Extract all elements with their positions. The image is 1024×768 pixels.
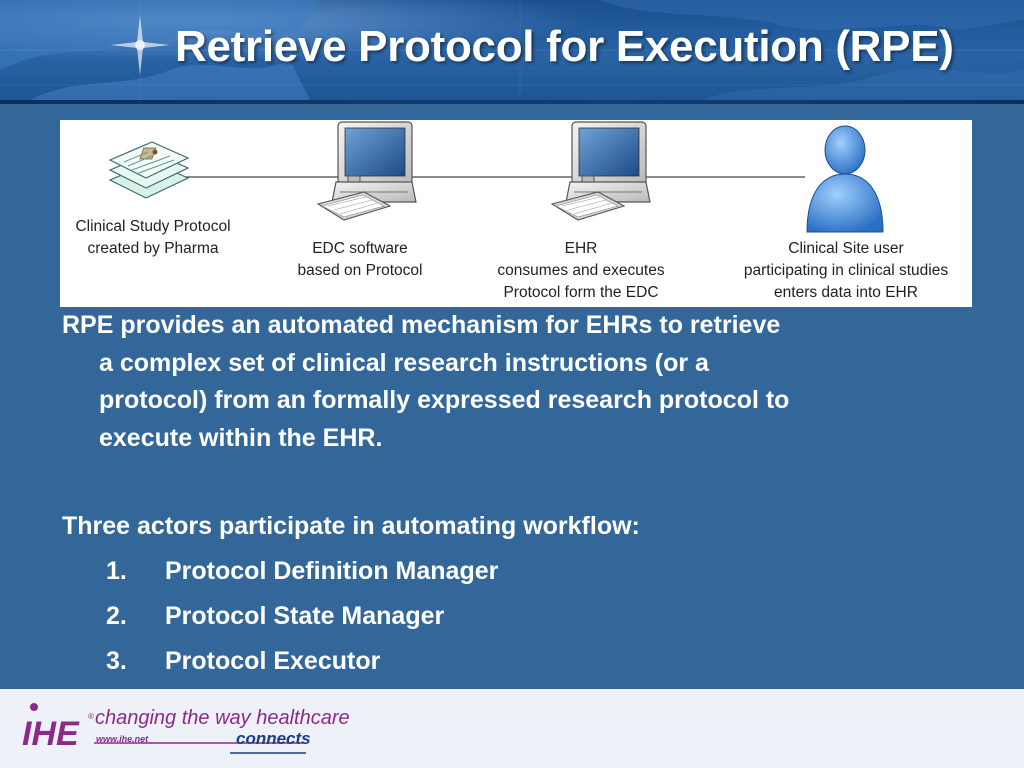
header-divider [0,100,1024,104]
caption-line: Clinical Study Protocol [75,218,231,235]
description-line: protocol) from an formally expressed res… [99,386,790,414]
header-banner: Retrieve Protocol for Execution (RPE) [0,0,1024,100]
list-label: Protocol State Manager [165,602,445,630]
footer-connects: connects [236,729,311,748]
list-label: Protocol Definition Manager [165,557,499,585]
document-stack-icon [108,141,190,199]
list-number: 3. [106,647,127,675]
diagram-graphics [108,121,884,233]
world-map-graphic [0,0,1024,100]
workflow-diagram: Clinical Study Protocol created by Pharm… [60,120,972,307]
caption-line: Clinical Site user [788,240,904,257]
actors-intro: Three actors participate in automating w… [62,512,640,540]
description-line: RPE provides an automated mechanism for … [62,311,781,339]
user-icon [806,125,884,233]
caption-edc: EDC software based on Protocol [272,238,448,282]
caption-line: EDC software [312,240,408,257]
caption-line: participating in clinical studies [743,262,949,279]
computer-icon [316,121,417,221]
footer-url[interactable]: www.ihe.net [96,734,149,744]
caption-line: based on Protocol [297,262,423,279]
logo-wordmark: IHE [22,715,80,753]
caption-line: enters data into EHR [774,284,918,301]
svg-text:®: ® [88,712,94,721]
footer: IHE ® changing the way healthcare www.ih… [0,689,1024,768]
caption-ehr: EHR consumes and executes Protocol form … [484,238,678,304]
slide-title: Retrieve Protocol for Execution (RPE) [175,22,954,71]
list-number: 2. [106,602,127,630]
caption-site-user: Clinical Site user participating in clin… [720,238,972,304]
list-label: Protocol Executor [165,647,381,675]
ihe-logo: IHE ® [22,703,306,754]
caption-line: created by Pharma [87,240,219,257]
footer-tagline: changing the way healthcare [95,707,350,729]
caption-line: EHR [564,240,598,257]
rpe-description: RPE provides an automated mechanism for … [62,307,982,457]
computer-icon [550,121,651,221]
list-number: 1. [106,557,127,585]
caption-protocol: Clinical Study Protocol created by Pharm… [60,216,246,260]
description-line: execute within the EHR. [99,423,383,452]
caption-line: consumes and executes [497,262,665,279]
description-line: a complex set of clinical research instr… [99,348,709,377]
caption-line: Protocol form the EDC [503,284,659,301]
